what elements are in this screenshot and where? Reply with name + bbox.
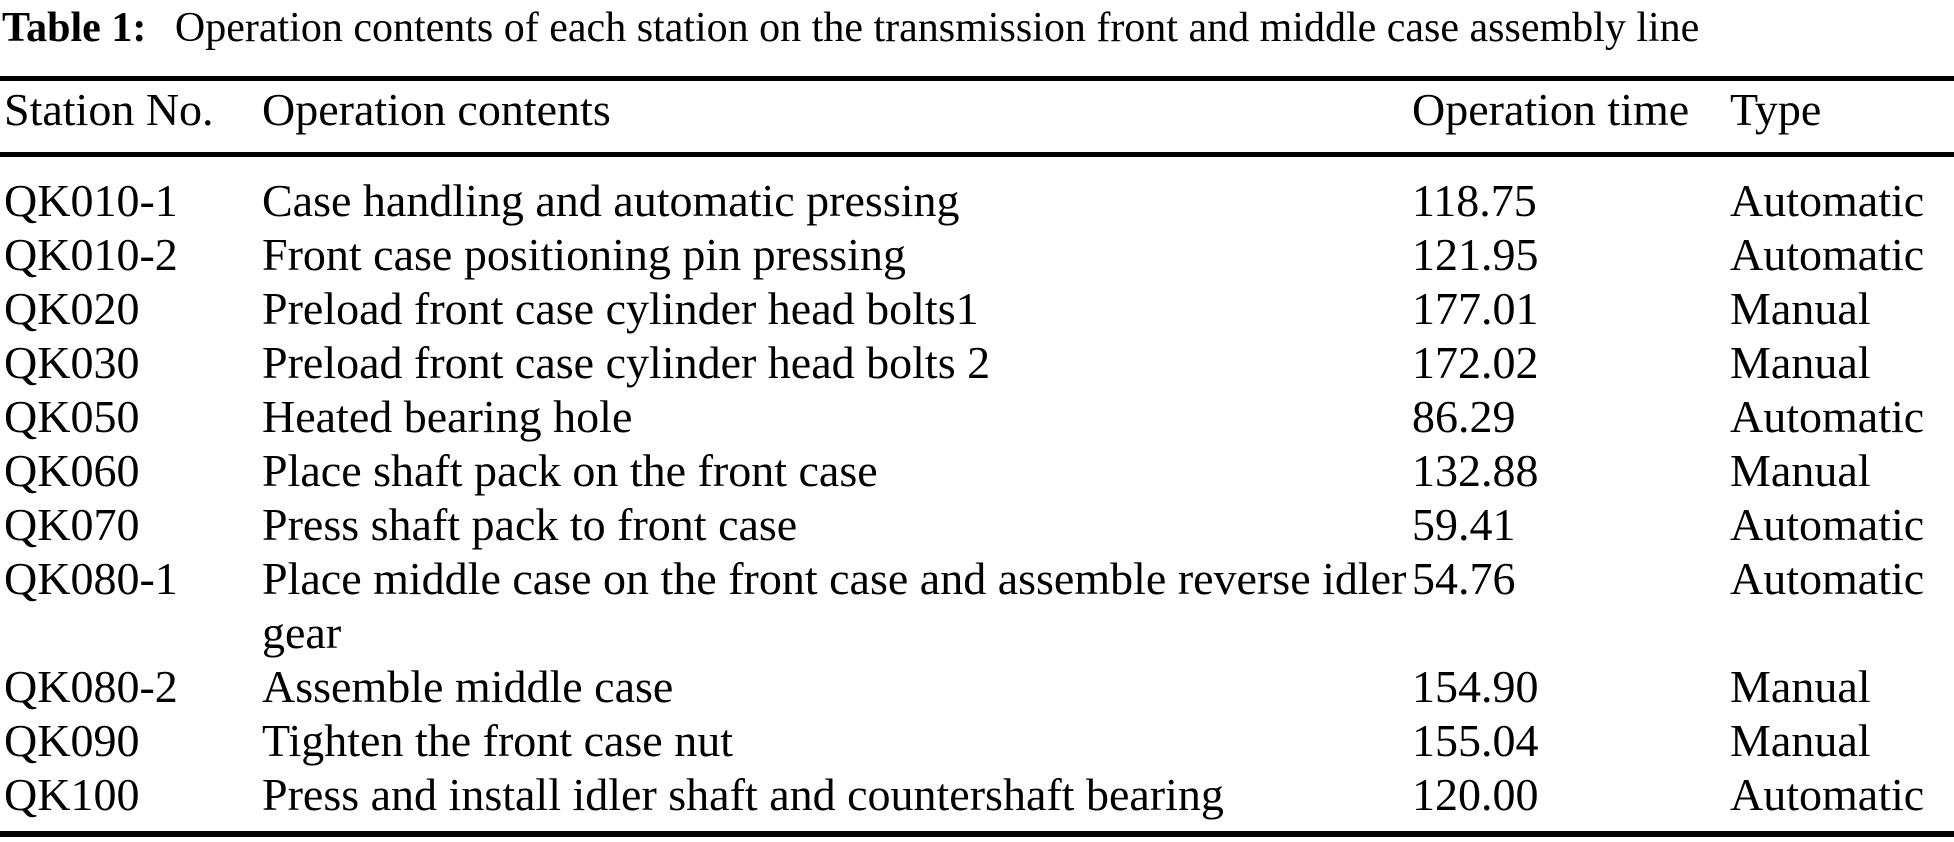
cell-operation: Place shaft pack on the front case bbox=[262, 445, 878, 496]
table-caption-label: Table 1: bbox=[2, 5, 147, 51]
cell-station: QK100 bbox=[4, 769, 140, 820]
cell-station: QK060 bbox=[4, 445, 140, 496]
table-caption-text: Operation contents of each station on th… bbox=[174, 5, 1700, 51]
cell-operation: Preload front case cylinder head bolts1 bbox=[262, 283, 979, 334]
cell-time: 59.41 bbox=[1412, 499, 1516, 550]
cell-station: QK020 bbox=[4, 283, 140, 334]
cell-operation: Front case positioning pin pressing bbox=[262, 229, 906, 280]
cell-operation: Assemble middle case bbox=[262, 661, 674, 712]
table-row: QK060 Place shaft pack on the front case… bbox=[0, 444, 1954, 498]
table-row: QK020 Preload front case cylinder head b… bbox=[0, 282, 1954, 336]
table-row: QK030 Preload front case cylinder head b… bbox=[0, 336, 1954, 390]
cell-operation: Place middle case on the front case and … bbox=[262, 553, 1407, 658]
cell-operation: Case handling and automatic pressing bbox=[262, 175, 960, 226]
cell-station: QK080-1 bbox=[4, 553, 178, 604]
table-row: QK080-2 Assemble middle case 154.90 Manu… bbox=[0, 660, 1954, 714]
table-row: QK010-1 Case handling and automatic pres… bbox=[0, 155, 1954, 229]
table-row: QK050 Heated bearing hole 86.29 Automati… bbox=[0, 390, 1954, 444]
cell-type: Automatic bbox=[1730, 553, 1925, 604]
cell-station: QK010-1 bbox=[4, 175, 178, 226]
cell-station: QK030 bbox=[4, 337, 140, 388]
column-header-station-no: Station No. bbox=[0, 78, 262, 157]
cell-type: Automatic bbox=[1730, 175, 1925, 226]
cell-time: 177.01 bbox=[1412, 283, 1539, 334]
cell-operation: Tighten the front case nut bbox=[262, 715, 734, 766]
table-row: QK090 Tighten the front case nut 155.04 … bbox=[0, 714, 1954, 768]
operation-contents-table: Station No. Operation contents Operation… bbox=[0, 76, 1954, 837]
cell-time: 54.76 bbox=[1412, 553, 1516, 604]
cell-station: QK010-2 bbox=[4, 229, 178, 280]
column-header-operation-time: Operation time bbox=[1412, 78, 1730, 157]
cell-operation: Press and install idler shaft and counte… bbox=[262, 769, 1224, 820]
table-row: QK070 Press shaft pack to front case 59.… bbox=[0, 498, 1954, 552]
cell-type: Manual bbox=[1730, 337, 1871, 388]
cell-type: Manual bbox=[1730, 283, 1871, 334]
cell-type: Manual bbox=[1730, 445, 1871, 496]
cell-time: 155.04 bbox=[1412, 715, 1539, 766]
cell-type: Automatic bbox=[1730, 499, 1925, 550]
cell-time: 172.02 bbox=[1412, 337, 1539, 388]
table-row: QK080-1 Place middle case on the front c… bbox=[0, 552, 1954, 660]
cell-station: QK070 bbox=[4, 499, 140, 550]
cell-operation: Preload front case cylinder head bolts 2 bbox=[262, 337, 991, 388]
cell-station: QK090 bbox=[4, 715, 140, 766]
cell-time: 121.95 bbox=[1412, 229, 1539, 280]
cell-station: QK050 bbox=[4, 391, 140, 442]
table-header-row: Station No. Operation contents Operation… bbox=[0, 78, 1954, 157]
cell-operation: Press shaft pack to front case bbox=[262, 499, 798, 550]
table-row: QK010-2 Front case positioning pin press… bbox=[0, 228, 1954, 282]
cell-type: Manual bbox=[1730, 661, 1871, 712]
column-header-operation: Operation contents bbox=[262, 78, 1412, 157]
cell-type: Manual bbox=[1730, 715, 1871, 766]
table-caption: Table 1: Operation contents of each stati… bbox=[0, 0, 1954, 76]
cell-time: 86.29 bbox=[1412, 391, 1516, 442]
cell-time: 154.90 bbox=[1412, 661, 1539, 712]
table-row: QK100 Press and install idler shaft and … bbox=[0, 768, 1954, 834]
cell-time: 118.75 bbox=[1412, 175, 1537, 226]
cell-station: QK080-2 bbox=[4, 661, 178, 712]
cell-type: Automatic bbox=[1730, 229, 1925, 280]
cell-time: 132.88 bbox=[1412, 445, 1539, 496]
cell-operation: Heated bearing hole bbox=[262, 391, 633, 442]
cell-type: Automatic bbox=[1730, 769, 1925, 820]
column-header-type: Type bbox=[1730, 78, 1954, 157]
cell-type: Automatic bbox=[1730, 391, 1925, 442]
cell-time: 120.00 bbox=[1412, 769, 1539, 820]
